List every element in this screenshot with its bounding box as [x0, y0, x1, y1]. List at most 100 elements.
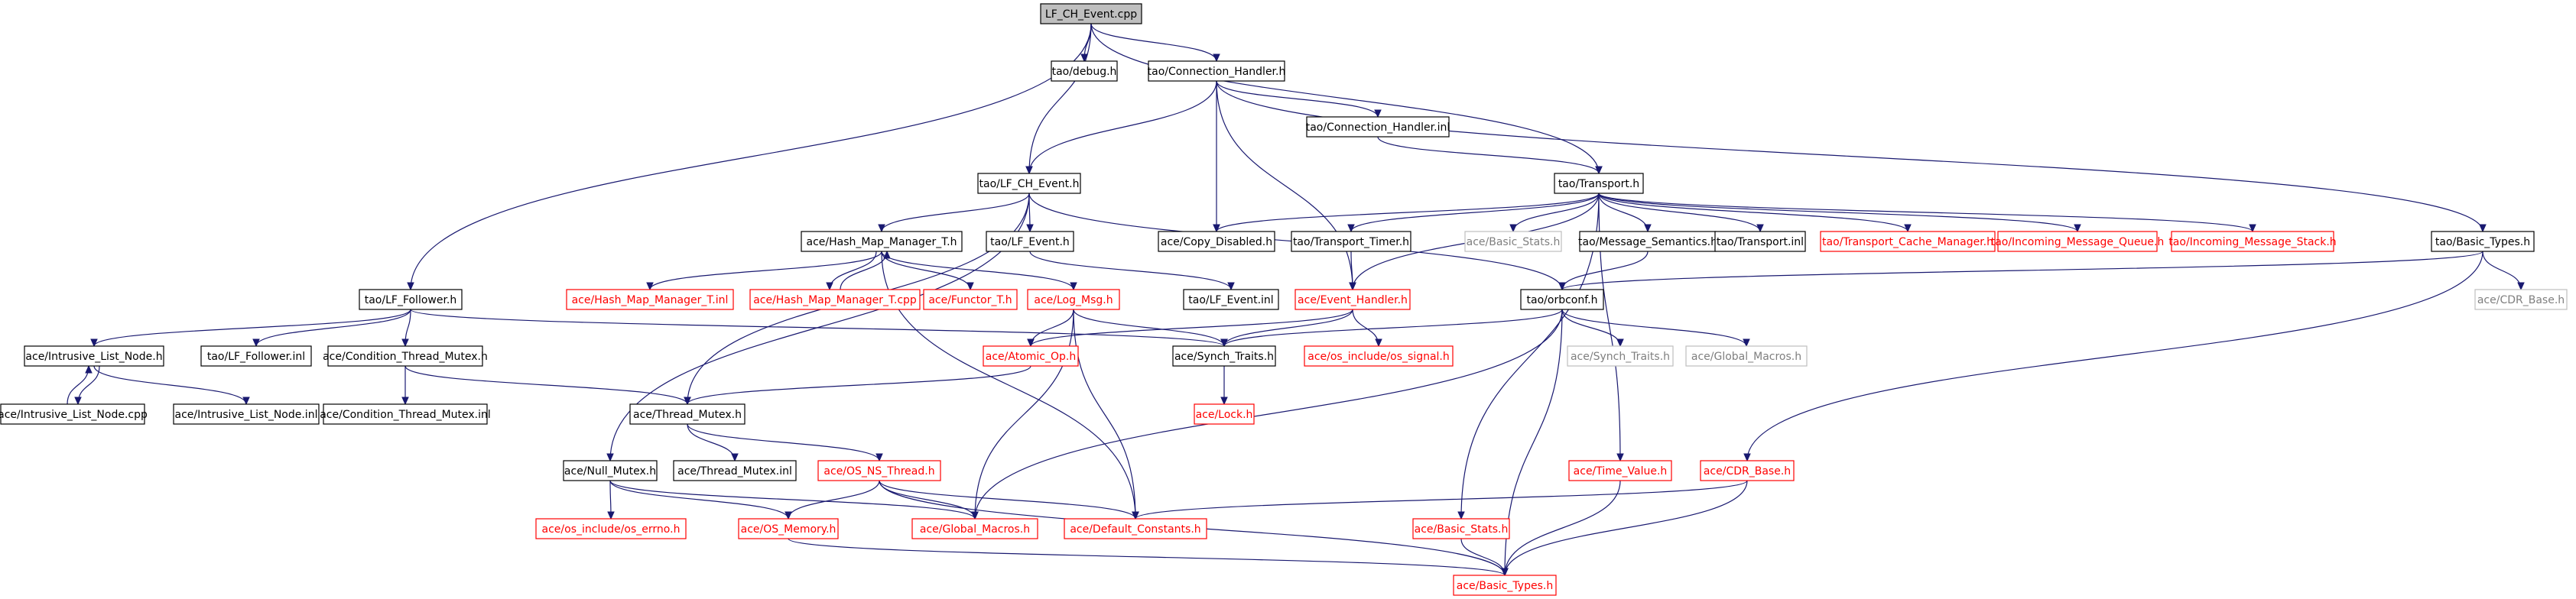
- node-ace-logmsg[interactable]: ace/Log_Msg.h: [1027, 289, 1120, 310]
- node-box: [359, 289, 463, 310]
- node-tao-ims[interactable]: tao/Incoming_Message_Stack.h: [2168, 231, 2337, 252]
- node-ace-ctm-inl[interactable]: ace/Condition_Thread_Mutex.inl: [320, 403, 491, 425]
- node-tao-lffollower[interactable]: tao/LF_Follower.h: [359, 289, 463, 310]
- edge-tao_btypes-to-ace_cdr_top: [2482, 251, 2525, 291]
- node-label: ace/Hash_Map_Manager_T.cpp: [753, 294, 917, 306]
- node-box: [173, 403, 320, 425]
- node-ace-iln-cpp[interactable]: ace/Intrusive_List_Node.cpp: [0, 403, 148, 425]
- edge-tao_conn_h-to-ace_evh: [1216, 80, 1356, 291]
- node-ace-null-mutex[interactable]: ace/Null_Mutex.h: [563, 460, 658, 481]
- node-ace-hmm-cpp[interactable]: ace/Hash_Map_Manager_T.cpp: [749, 289, 921, 310]
- node-label: ace/Hash_Map_Manager_T.h: [806, 236, 957, 248]
- node-tao-imq[interactable]: tao/Incoming_Message_Queue.h: [1991, 231, 2165, 252]
- edge-ace_hmm-to-ace_logmsg: [881, 251, 1077, 291]
- node-ace-bstats-top[interactable]: ace/Basic_Stats.h: [1464, 231, 1562, 252]
- node-ace-hmm[interactable]: ace/Hash_Map_Manager_T.h: [801, 231, 963, 252]
- node-label: ace/CDR_Base.h: [2477, 294, 2565, 306]
- edge-ace_synch-to-ace_lock: [1220, 365, 1228, 406]
- node-ace-defconst[interactable]: ace/Default_Constants.h: [1064, 518, 1207, 539]
- node-tao-transport[interactable]: tao/Transport.h: [1554, 173, 1644, 194]
- node-ace-iln-h[interactable]: ace/Intrusive_List_Node.h: [24, 345, 164, 367]
- node-label: ace/Intrusive_List_Node.inl: [175, 409, 318, 421]
- edge-tao_lffollower-to-ace_synch: [410, 309, 1228, 348]
- node-ace-errno[interactable]: ace/os_include/os_errno.h: [535, 518, 687, 539]
- edge-tao_transport-to-tao_tcm: [1598, 193, 1912, 233]
- node-tao-conn-h[interactable]: tao/Connection_Handler.h: [1148, 60, 1286, 82]
- node-ace-ctm-h[interactable]: ace/Condition_Thread_Mutex.h: [323, 345, 488, 367]
- node-ace-bstats[interactable]: ace/Basic_Stats.h: [1412, 518, 1510, 539]
- node-label: ace/Copy_Disabled.h: [1161, 236, 1272, 248]
- node-ace-tmutex-h[interactable]: ace/Thread_Mutex.h: [629, 403, 746, 425]
- edge-tao_orbconf-to-ace_gm_ext: [1561, 309, 1750, 348]
- node-label: tao/Message_Semantics.h: [1578, 236, 1717, 248]
- edge-ace_osns-to-ace_osmem: [784, 480, 880, 520]
- node-label: ace/Basic_Stats.h: [1467, 236, 1561, 248]
- node-ace-timevalue[interactable]: ace/Time_Value.h: [1568, 460, 1672, 481]
- node-tao-tcm[interactable]: tao/Transport_Cache_Manager.h: [1820, 231, 1996, 252]
- edge-ace_null_mutex-to-ace_errno: [607, 480, 615, 520]
- node-label: ace/Functor_T.h: [928, 294, 1012, 306]
- node-ace-iln-inl[interactable]: ace/Intrusive_List_Node.inl: [173, 403, 320, 425]
- node-ace-btypes[interactable]: ace/Basic_Types.h: [1453, 575, 1557, 596]
- node-label: ace/Intrusive_List_Node.cpp: [0, 409, 148, 421]
- node-ace-synch-ext[interactable]: ace/Synch_Traits.h: [1567, 345, 1674, 367]
- node-label: ace/Null_Mutex.h: [564, 465, 656, 478]
- node-label: ace/OS_Memory.h: [741, 523, 836, 536]
- node-box: [24, 345, 164, 367]
- node-tao-transinl[interactable]: tao/Transport.inl: [1714, 231, 1806, 252]
- edge-ace_hmm-to-ace_hmm_inl: [646, 251, 882, 291]
- node-tao-lfch[interactable]: tao/LF_CH_Event.h: [977, 173, 1081, 194]
- node-ace-atomic[interactable]: ace/Atomic_Op.h: [983, 345, 1079, 367]
- node-ace-functor[interactable]: ace/Functor_T.h: [923, 289, 1018, 310]
- node-ace-cdr-top[interactable]: ace/CDR_Base.h: [2474, 289, 2568, 310]
- node-root[interactable]: LF_CH_Event.cpp: [1040, 3, 1142, 24]
- node-box: [923, 289, 1018, 310]
- node-label: ace/Basic_Types.h: [1457, 580, 1553, 592]
- node-ace-gm[interactable]: ace/Global_Macros.h: [911, 518, 1038, 539]
- node-label: ace/Global_Macros.h: [1691, 351, 1801, 363]
- node-tao-btypes[interactable]: tao/Basic_Types.h: [2431, 231, 2535, 252]
- node-tao-msgsem[interactable]: tao/Message_Semantics.h: [1578, 231, 1717, 252]
- node-label: ace/Condition_Thread_Mutex.h: [323, 351, 488, 363]
- node-box: [1294, 289, 1411, 310]
- node-label: LF_CH_Event.cpp: [1045, 8, 1137, 21]
- node-box: [749, 289, 921, 310]
- node-tao-lfevent-inl[interactable]: tao/LF_Event.inl: [1183, 289, 1279, 310]
- node-ace-gm-ext[interactable]: ace/Global_Macros.h: [1685, 345, 1808, 367]
- node-label: ace/Hash_Map_Manager_T.inl: [572, 294, 729, 306]
- edge-ace_hmm_cpp-to-ace_hmm: [840, 250, 891, 290]
- node-box: [2431, 231, 2535, 252]
- edge-tao_transport-to-tao_imq: [1598, 193, 2081, 233]
- edge-tao_transport-to-ace_bstats: [1457, 193, 1600, 520]
- node-label: tao/LF_Event.h: [990, 236, 1070, 248]
- edge-ace_evh-to-ace_synch: [1220, 309, 1353, 348]
- node-tao-lfevent[interactable]: tao/LF_Event.h: [986, 231, 1074, 252]
- node-box: [986, 231, 1074, 252]
- edge-ace_null_mutex-to-ace_osmem: [609, 480, 792, 520]
- edge-root-to-tao_conn_h: [1090, 23, 1220, 63]
- edge-ace_logmsg-to-ace_gm: [971, 309, 1074, 520]
- node-tao-conn-inl[interactable]: tao/Connection_Handler.inl: [1306, 116, 1450, 138]
- node-ace-copy[interactable]: ace/Copy_Disabled.h: [1158, 231, 1275, 252]
- node-tao-debug[interactable]: tao/debug.h: [1051, 60, 1118, 82]
- node-ace-os-signal[interactable]: ace/os_include/os_signal.h: [1304, 345, 1454, 367]
- node-ace-osns[interactable]: ace/OS_NS_Thread.h: [817, 460, 941, 481]
- node-box: [1567, 345, 1674, 367]
- edge-ace_bstats-to-ace_btypes: [1460, 538, 1509, 577]
- node-tao-lff-inl[interactable]: tao/LF_Follower.inl: [200, 345, 312, 367]
- node-tao-ttimer[interactable]: tao/Transport_Timer.h: [1291, 231, 1411, 252]
- node-label: tao/Transport_Timer.h: [1293, 236, 1409, 248]
- node-label: tao/orbconf.h: [1527, 294, 1598, 306]
- node-tao-orbconf[interactable]: tao/orbconf.h: [1520, 289, 1604, 310]
- node-ace-evh[interactable]: ace/Event_Handler.h: [1294, 289, 1411, 310]
- edge-root-to-tao_transport: [1090, 23, 1603, 175]
- node-ace-synch[interactable]: ace/Synch_Traits.h: [1172, 345, 1276, 367]
- node-label: tao/Transport.h: [1558, 178, 1639, 190]
- node-ace-hmm-inl[interactable]: ace/Hash_Map_Manager_T.inl: [566, 289, 734, 310]
- edge-tao_orbconf-to-ace_synch: [1220, 309, 1563, 348]
- node-ace-cdr[interactable]: ace/CDR_Base.h: [1700, 460, 1795, 481]
- node-ace-osmem[interactable]: ace/OS_Memory.h: [738, 518, 839, 539]
- node-ace-lock[interactable]: ace/Lock.h: [1194, 403, 1255, 425]
- node-box: [535, 518, 687, 539]
- node-ace-tmutex-inl[interactable]: ace/Thread_Mutex.inl: [673, 460, 797, 481]
